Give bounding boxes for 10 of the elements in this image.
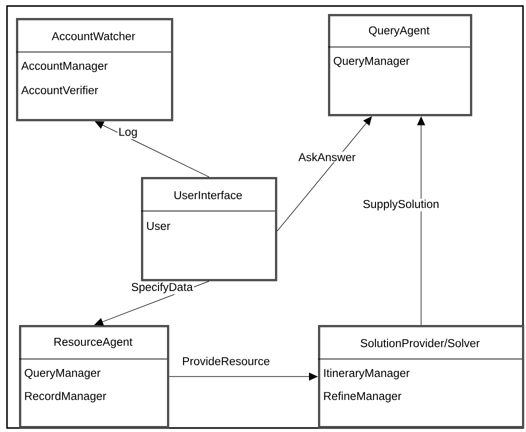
edge-label: ProvideResource: [181, 356, 271, 366]
class-box: ResourceAgent QueryManager RecordManager: [18, 325, 170, 428]
class-box: AccountWatcher AccountManager AccountVerifier: [16, 18, 174, 122]
edge-label: SupplySolution: [362, 198, 440, 212]
class-box: QueryAgent QueryManager: [328, 14, 472, 116]
arrow: [168, 372, 318, 381]
edge-label: SpecifyData: [130, 282, 194, 294]
class-box: SolutionProvider/Solver ItineraryManager RefineManager: [318, 325, 524, 428]
arrow: [94, 121, 210, 178]
arrow: [276, 116, 372, 232]
